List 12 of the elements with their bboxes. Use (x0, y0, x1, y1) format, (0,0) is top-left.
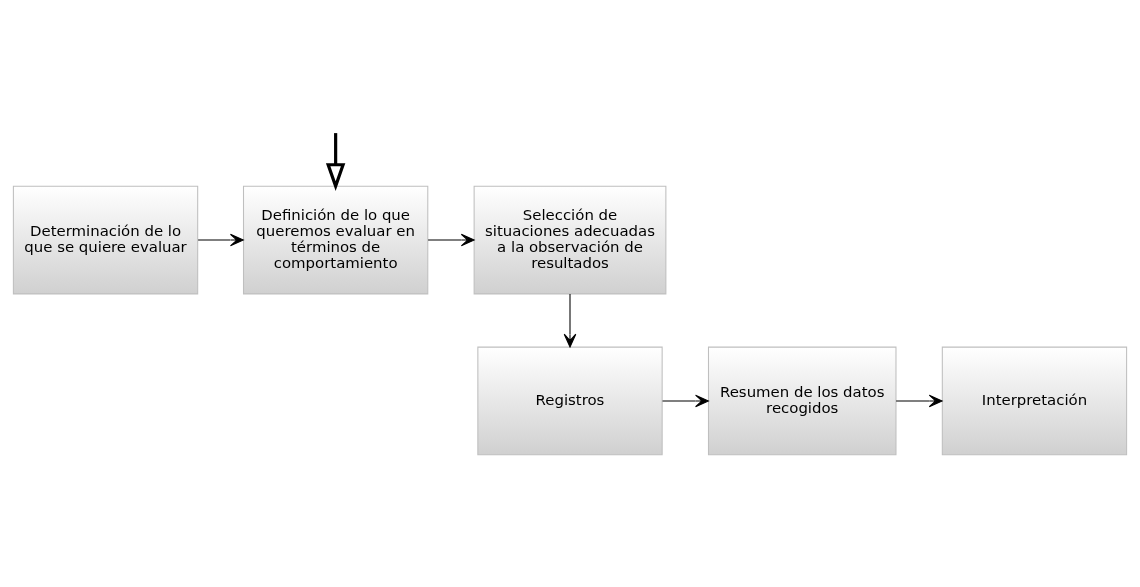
node-box: Determinación de lo que se quiere evaluar (12, 185, 199, 295)
node-box: Definición de lo que queremos evaluar en términos de comportamiento (242, 185, 429, 295)
node-box: Resumen de los datos recogidos (707, 346, 897, 456)
arrow (325, 133, 346, 191)
node-box: Registros (477, 346, 663, 456)
arrow (563, 293, 577, 348)
node-box: Interpretación (941, 346, 1128, 456)
arrow (662, 394, 709, 408)
arrow (427, 233, 475, 247)
arrow (197, 233, 244, 247)
node-box: Selección de situaciones adecuadas a la observación de resultados (473, 185, 667, 295)
arrow (895, 394, 943, 408)
